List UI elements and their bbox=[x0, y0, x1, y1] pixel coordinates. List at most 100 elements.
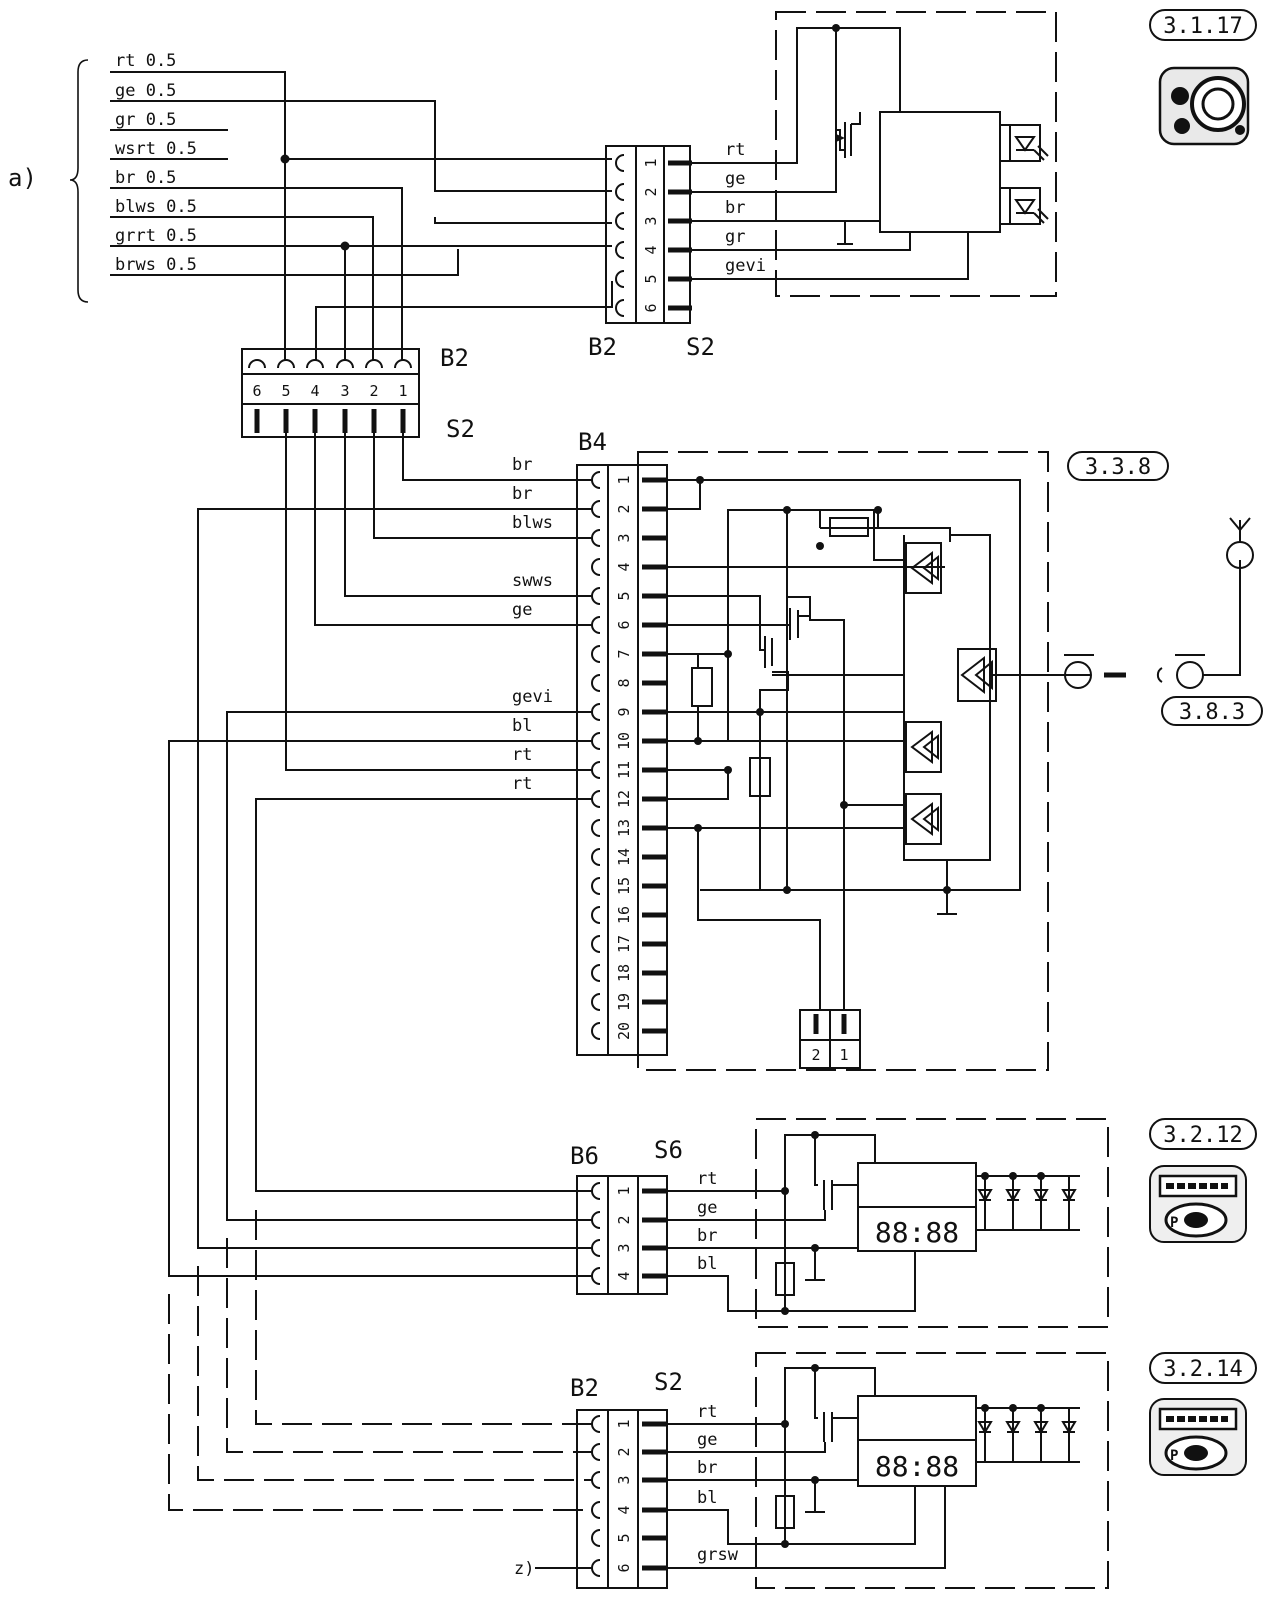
wire-label: br bbox=[725, 198, 745, 218]
socket-label: B2 bbox=[570, 1374, 599, 1402]
antenna-connector bbox=[1064, 517, 1254, 689]
pin-number: 6 bbox=[615, 620, 633, 629]
wire-label: gevi bbox=[725, 256, 766, 276]
b6-connector: 1 2 3 4 B6 S6 rt ge br bl bbox=[570, 1136, 717, 1295]
svg-text:P: P bbox=[1170, 1448, 1178, 1464]
wire-label: rt bbox=[697, 1169, 717, 1189]
plug-label: S6 bbox=[654, 1136, 683, 1164]
pin-number: 4 bbox=[615, 562, 633, 571]
display-readout: 88:88 bbox=[875, 1450, 959, 1483]
b4-socket bbox=[591, 587, 601, 605]
pin-number: 6 bbox=[615, 1563, 633, 1572]
pin-number: 3 bbox=[340, 382, 349, 400]
pin-number: 4 bbox=[642, 245, 660, 254]
wire-label: br bbox=[512, 484, 532, 504]
harness-wire-label: gr 0.5 bbox=[115, 110, 176, 130]
harness-wire-label: wsrt 0.5 bbox=[115, 139, 197, 159]
dashed-routing bbox=[168, 1210, 592, 1511]
pin-number: 3 bbox=[615, 533, 633, 542]
top-module bbox=[692, 11, 1057, 297]
pin-number: 10 bbox=[615, 732, 633, 750]
pin-number: 6 bbox=[252, 382, 261, 400]
socket-label: B4 bbox=[578, 428, 607, 456]
wire-label: rt bbox=[697, 1402, 717, 1422]
wire-label: rt bbox=[512, 745, 532, 765]
b4-socket bbox=[591, 500, 601, 518]
harness-wires bbox=[110, 71, 613, 360]
wire-label: br bbox=[512, 455, 532, 475]
pin-number: 2 bbox=[615, 1447, 633, 1456]
b4-socket bbox=[591, 471, 601, 489]
b4-socket bbox=[591, 529, 601, 547]
pin-number: 7 bbox=[615, 649, 633, 658]
harness-wire-label: ge 0.5 bbox=[115, 81, 176, 101]
bottom-connector: 1 2 3 4 5 6 B2 S2 rt ge br bl grsw z) bbox=[514, 1368, 739, 1589]
b4-socket bbox=[591, 703, 601, 721]
b6-module: 88:88 bbox=[668, 1118, 1109, 1328]
pin-number: 5 bbox=[642, 274, 660, 283]
group-label: a) bbox=[8, 164, 37, 192]
b4-socket bbox=[591, 906, 601, 924]
pin-number: 5 bbox=[615, 1533, 633, 1542]
b4-socket bbox=[591, 616, 601, 634]
pin-number: 5 bbox=[281, 382, 290, 400]
pin-number: 12 bbox=[615, 790, 633, 808]
pin-number: 8 bbox=[615, 678, 633, 687]
b4-socket bbox=[591, 1022, 601, 1040]
pin-number: 4 bbox=[310, 382, 319, 400]
b4-socket bbox=[591, 761, 601, 779]
socket-label: B2 bbox=[588, 333, 617, 361]
reference-tags: 3.1.17 3.3.8 3.8.3 3.2.12 3.2.14 bbox=[1067, 9, 1263, 1384]
wire-label: rt bbox=[512, 774, 532, 794]
harness-wire-label: br 0.5 bbox=[115, 168, 176, 188]
pin-number: 11 bbox=[615, 761, 633, 779]
wire-label: gevi bbox=[512, 687, 553, 707]
pin-number: 1 bbox=[642, 158, 660, 167]
pin-number: 3 bbox=[615, 1475, 633, 1484]
pin-number: 3 bbox=[615, 1243, 633, 1252]
harness-group: a) rt 0.5 ge 0.5 gr 0.5 wsrt 0.5 br 0.5 … bbox=[8, 51, 613, 360]
pin-number: 2 bbox=[369, 382, 378, 400]
wire-label: rt bbox=[725, 140, 745, 160]
wire-label: blws bbox=[512, 513, 553, 533]
wire-label: ge bbox=[697, 1430, 717, 1450]
pin-number: 6 bbox=[642, 303, 660, 312]
ref-tag: 3.3.8 bbox=[1085, 455, 1151, 480]
timer-unit-icon: P bbox=[1149, 1165, 1247, 1243]
wire-label: gr bbox=[725, 227, 745, 247]
b4-socket bbox=[591, 877, 601, 895]
pin-number: 1 bbox=[839, 1046, 848, 1064]
amplifier-blocks bbox=[905, 542, 997, 845]
harness-wire-label: grrt 0.5 bbox=[115, 226, 197, 246]
b4-connector: B4 1 2 3 4 5 6 7 8 9 10 11 12 13 14 15 1… bbox=[512, 428, 668, 1056]
pin-number: 2 bbox=[811, 1046, 820, 1064]
group-brace bbox=[69, 59, 89, 303]
b4-socket bbox=[591, 848, 601, 866]
pin-number: 1 bbox=[615, 1186, 633, 1195]
b4-socket bbox=[591, 732, 601, 750]
b4-socket bbox=[591, 790, 601, 808]
b4-socket bbox=[591, 674, 601, 692]
wire-label: swws bbox=[512, 571, 553, 591]
b4-socket bbox=[591, 558, 601, 576]
wire-label: br bbox=[697, 1226, 717, 1246]
top-connector: 1 2 3 4 5 6 B2 S2 rt ge br gr gevi bbox=[588, 140, 766, 361]
pin-number: 1 bbox=[615, 1419, 633, 1428]
ref-tag: 3.2.14 bbox=[1163, 1357, 1242, 1382]
bottom-module: 88:88 bbox=[668, 1352, 1109, 1589]
pin-number: 2 bbox=[615, 504, 633, 513]
pin-number: 16 bbox=[615, 906, 633, 924]
ref-tag: 3.8.3 bbox=[1179, 700, 1245, 725]
b4-socket bbox=[591, 645, 601, 663]
pin-number: 3 bbox=[642, 216, 660, 225]
wire-label: bl bbox=[512, 716, 532, 736]
z-note: z) bbox=[514, 1559, 534, 1579]
pin-number: 4 bbox=[615, 1505, 633, 1514]
display-readout: 88:88 bbox=[875, 1216, 959, 1249]
pin-number: 17 bbox=[615, 935, 633, 953]
pin-number: 1 bbox=[398, 382, 407, 400]
pin-number: 5 bbox=[615, 591, 633, 600]
b4-socket bbox=[591, 993, 601, 1011]
pin-number: 2 bbox=[642, 187, 660, 196]
